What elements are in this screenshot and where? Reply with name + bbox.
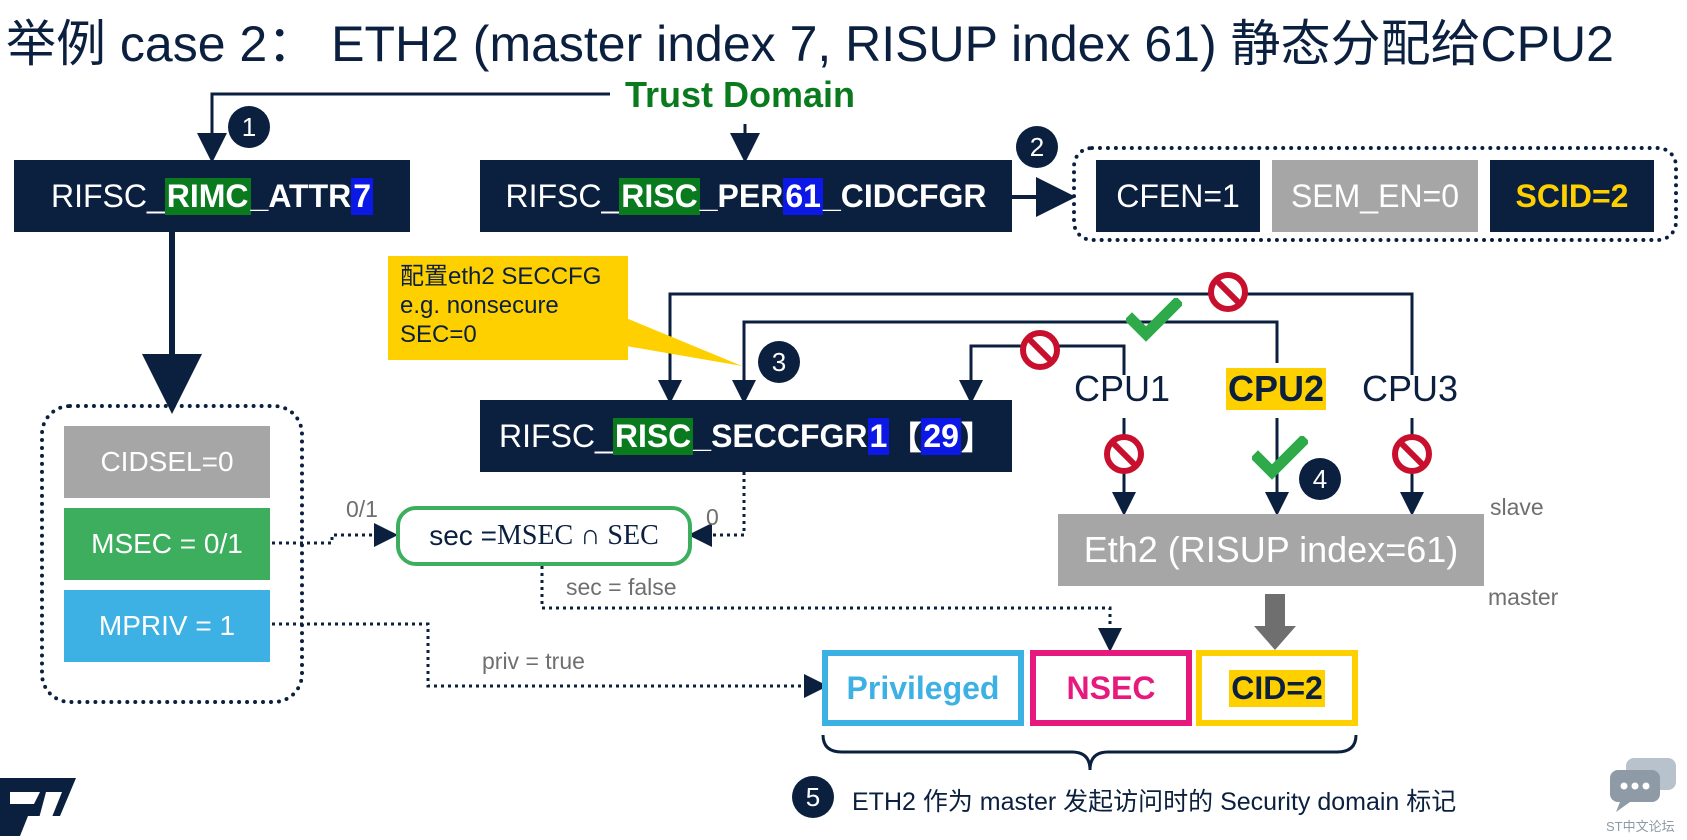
step-3-badge: 3: [758, 341, 800, 383]
seccfgr-bracket-close: 】: [960, 420, 993, 456]
seccfgr-bracket-open: 【: [889, 420, 922, 456]
msec-input-label: 0/1: [346, 496, 378, 522]
nsec-tag: NSEC: [1030, 650, 1192, 726]
seccfg-callout: 配置eth2 SECCFG e.g. nonsecure SEC=0: [388, 256, 628, 360]
cid-config-group: [1072, 146, 1678, 242]
cpu3-label: CPU3: [1362, 368, 1459, 409]
seccfgr-bit: 29: [921, 417, 961, 455]
cpu2-to-seccfgr-line: [732, 320, 1279, 404]
callout-line-3: SEC=0: [400, 321, 477, 348]
step-4-badge: 4: [1299, 458, 1341, 500]
sec-false-label: sec = false: [566, 574, 677, 600]
cidsel-field: CIDSEL=0: [64, 426, 270, 498]
step-5-badge: 5: [792, 776, 834, 818]
rimc-highlight: RIMC: [164, 177, 251, 215]
deny-icon: [1206, 270, 1250, 314]
cfen-field: CFEN=1: [1096, 160, 1260, 232]
eth2-peripheral: Eth2 (RISUP index=61): [1058, 514, 1484, 586]
step-2-badge: 2: [1016, 126, 1058, 168]
allow-check-icon: [1252, 436, 1308, 480]
risc-per-mid: _PER: [699, 177, 784, 214]
priv-true-label: priv = true: [482, 648, 585, 674]
slave-label: slave: [1490, 494, 1544, 520]
cpu2-label: CPU2: [1226, 368, 1327, 410]
cpu1-label: CPU1: [1074, 368, 1171, 409]
risc-per-highlight: RISC: [619, 177, 700, 215]
cid-tag: CID=2: [1196, 650, 1358, 726]
risc-per-suffix: _CIDCFGR: [822, 177, 987, 214]
st-logo-icon: [0, 774, 80, 840]
seccfgr-to-formula-line: [688, 472, 746, 547]
callout-line-2: e.g. nonsecure: [400, 292, 559, 319]
page-title: 举例 case 2： ETH2 (master index 7, RISUP i…: [6, 16, 1614, 72]
seccfgr-mid: _SECCFGR: [693, 417, 868, 454]
formula-lhs: sec =: [429, 520, 497, 551]
step-1-badge: 1: [228, 106, 270, 148]
footnote-text: ETH2 作为 master 发起访问时的 Security domain 标记: [852, 788, 1457, 816]
seccfgr-index: 1: [867, 417, 890, 455]
sem-en-field: SEM_EN=0: [1272, 160, 1478, 232]
trust-domain-label: Trust Domain: [625, 74, 856, 115]
scid-field: SCID=2: [1490, 160, 1654, 232]
formula-to-nsec-line: [540, 566, 1122, 652]
privileged-tag: Privileged: [822, 650, 1024, 726]
mpriv-to-privileged-line: [272, 622, 828, 698]
msec-field: MSEC = 0/1: [64, 508, 270, 580]
formula-rhs: MSEC ∩ SEC: [496, 520, 659, 551]
sec-input-label: 0: [706, 504, 719, 530]
deny-icon: [1390, 432, 1434, 476]
risc-per-prefix: RIFSC_: [505, 177, 620, 214]
seccfgr-prefix: RIFSC_: [499, 417, 613, 454]
attr-fields-group: [40, 404, 304, 704]
risc-per-index: 61: [783, 177, 823, 215]
callout-line-1: 配置eth2 SECCFG: [400, 263, 602, 290]
cid-tag-text: CID=2: [1229, 669, 1325, 707]
allow-check-icon: [1126, 298, 1182, 342]
rimc-prefix: RIFSC_: [50, 177, 165, 214]
master-label: master: [1488, 584, 1559, 610]
deny-icon: [1102, 432, 1146, 476]
rimc-index: 7: [351, 177, 374, 215]
mpriv-field: MPRIV = 1: [64, 590, 270, 662]
callout-pointer: [626, 318, 742, 366]
eth2-to-tags-arrow: [1254, 594, 1296, 650]
seccfgr-highlight: RISC: [612, 417, 694, 455]
forum-label[interactable]: ST中文论坛: [1606, 819, 1675, 834]
rimc-mid: _ATTR: [250, 177, 352, 214]
tags-brace: [821, 734, 1358, 771]
trust-to-rimc-line: [197, 92, 610, 163]
forum-chat-icon[interactable]: [1606, 754, 1680, 814]
sec-formula: sec =MSEC ∩ SEC: [396, 506, 692, 566]
deny-icon: [1018, 328, 1062, 372]
